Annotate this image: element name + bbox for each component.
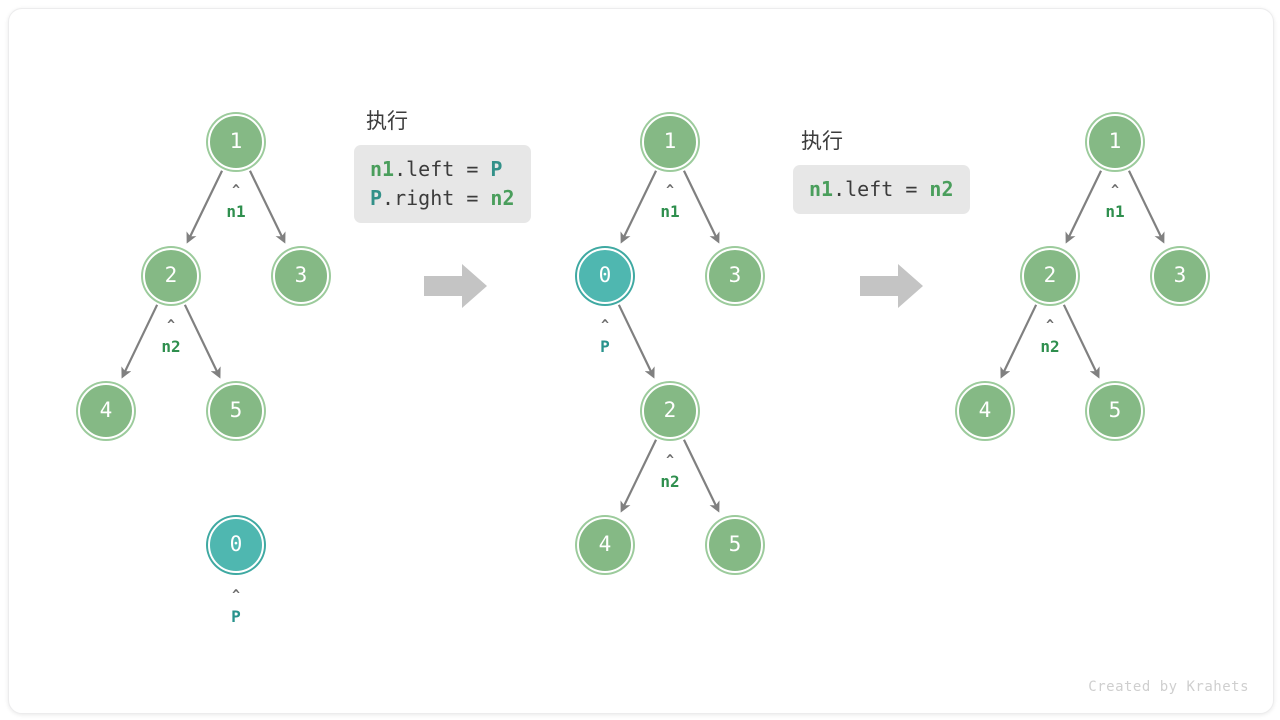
tree-node-3: 3 [273, 248, 329, 304]
pointer-name: n1 [660, 202, 680, 221]
code-token: P [490, 157, 503, 181]
code-line: n1.left = P [370, 155, 515, 184]
tree-node-1: 1 [642, 114, 698, 170]
pointer-label-P: ^P [565, 318, 645, 356]
tree-node-5: 5 [707, 517, 763, 573]
transition-arrow-1 [424, 263, 488, 314]
pointer-label-n2: ^ n2 [1010, 318, 1090, 356]
pointer-caret-icon: ^ [601, 318, 609, 333]
tree-node-value: 0 [229, 531, 243, 556]
credit-text: Created by Krahets [1088, 679, 1249, 695]
tree-node-value: 4 [978, 397, 992, 422]
pointer-caret-icon: ^ [167, 318, 175, 333]
tree-node-value: 3 [728, 262, 742, 287]
tree-node-value: 1 [663, 128, 677, 153]
tree-node-4: 4 [78, 383, 134, 439]
tree-node-4: 4 [577, 517, 633, 573]
tree-node-value: 1 [1108, 128, 1122, 153]
step-label-2: 执行 [801, 129, 843, 153]
tree-node-value: 5 [229, 397, 243, 422]
pointer-label-n2: ^ n2 [630, 453, 710, 491]
pointer-name: n2 [161, 337, 181, 356]
code-token: .left = [394, 157, 491, 181]
code-token: n1 [809, 177, 834, 201]
tree-node-1: 1 [1087, 114, 1143, 170]
pointer-caret-icon: ^ [666, 453, 674, 468]
tree-node-value: 1 [229, 128, 243, 153]
tree-node-4: 4 [957, 383, 1013, 439]
tree-node-3: 3 [1152, 248, 1208, 304]
code-block-2: n1.left = n2 [793, 165, 970, 214]
pointer-label-n1: ^ n1 [196, 183, 276, 221]
code-token: n2 [490, 186, 515, 210]
code-token: P [370, 186, 383, 210]
code-line: n1.left = n2 [809, 175, 954, 204]
pointer-label-n1: ^ n1 [1075, 183, 1155, 221]
pointer-name: n1 [1105, 202, 1125, 221]
pointer-name: P [600, 337, 610, 356]
tree-node-0: 0 [208, 517, 264, 573]
code-line: P.right = n2 [370, 184, 515, 213]
pointer-caret-icon: ^ [232, 588, 240, 603]
tree-node-2: 2 [1022, 248, 1078, 304]
pointer-caret-icon: ^ [666, 183, 674, 198]
tree-node-value: 2 [1043, 262, 1057, 287]
tree-node-value: 4 [598, 531, 612, 556]
pointer-name: n1 [226, 202, 246, 221]
tree-node-0: 0 [577, 248, 633, 304]
code-token: .left = [833, 177, 930, 201]
code-token: .right = [382, 186, 491, 210]
pointer-label-n2: ^ n2 [131, 318, 211, 356]
pointer-label-n1: ^ n1 [630, 183, 710, 221]
tree-node-value: 3 [294, 262, 308, 287]
pointer-caret-icon: ^ [232, 183, 240, 198]
step-label-1: 执行 [366, 109, 408, 133]
tree-node-2: 2 [642, 383, 698, 439]
pointer-caret-icon: ^ [1046, 318, 1054, 333]
tree-node-value: 2 [663, 397, 677, 422]
tree-node-value: 4 [99, 397, 113, 422]
pointer-name: P [231, 607, 241, 626]
tree-node-3: 3 [707, 248, 763, 304]
transition-arrow-2 [860, 263, 924, 314]
tree-node-value: 5 [728, 531, 742, 556]
pointer-label-P: ^P [196, 588, 276, 626]
code-token: n2 [929, 177, 954, 201]
tree-node-5: 5 [208, 383, 264, 439]
pointer-name: n2 [1040, 337, 1060, 356]
tree-node-value: 5 [1108, 397, 1122, 422]
pointer-caret-icon: ^ [1111, 183, 1119, 198]
tree-node-2: 2 [143, 248, 199, 304]
tree-node-1: 1 [208, 114, 264, 170]
tree-node-5: 5 [1087, 383, 1143, 439]
tree-node-value: 0 [598, 262, 612, 287]
pointer-name: n2 [660, 472, 680, 491]
tree-node-value: 2 [164, 262, 178, 287]
code-token: n1 [370, 157, 395, 181]
tree-node-value: 3 [1173, 262, 1187, 287]
